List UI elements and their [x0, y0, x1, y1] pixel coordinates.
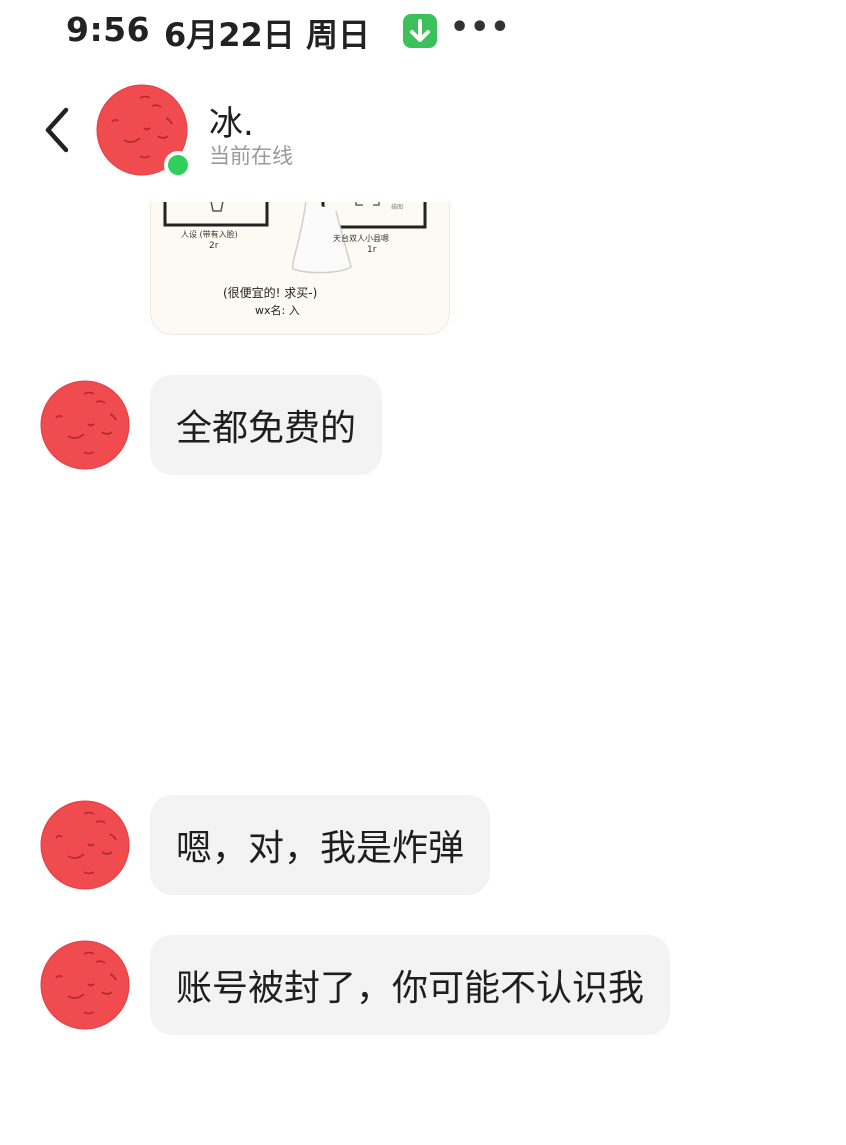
caption-right: 天台双人小县嗯 — [333, 233, 389, 243]
price-left: 2r — [209, 241, 219, 251]
download-arrow-icon — [403, 14, 437, 48]
online-status-dot — [164, 151, 192, 179]
more-notifications-icon: ••• — [450, 10, 511, 45]
message-row: 全都免费的 — [0, 375, 846, 475]
image-text-line1: (很便宜的! 求买-) — [223, 285, 317, 300]
image-text-line2: wx名: 入 — [255, 303, 300, 317]
message-bubble[interactable]: 全都免费的 — [150, 375, 383, 475]
back-button[interactable] — [34, 100, 82, 160]
contact-avatar[interactable] — [96, 84, 188, 176]
svg-text:描图: 描图 — [391, 203, 403, 211]
avatar[interactable] — [40, 940, 130, 1030]
status-bar: 9:56 6月22日 周日 ••• — [0, 0, 846, 64]
price-right: 1r — [367, 245, 377, 255]
chevron-left-icon — [45, 107, 69, 153]
message-bubble[interactable]: 嗯，对，我是炸弹 — [150, 795, 491, 895]
avatar[interactable] — [40, 800, 130, 890]
message-row: 账号被封了，你可能不认识我 — [0, 935, 846, 1035]
message-row: 嗯，对，我是炸弹 — [0, 795, 846, 895]
contact-status: 当前在线 — [209, 144, 293, 168]
status-time: 9:56 — [66, 10, 151, 49]
chat-header: 冰. 当前在线 — [0, 70, 846, 202]
status-date: 6月22日 周日 — [164, 16, 370, 54]
avatar[interactable] — [40, 380, 130, 470]
caption-left: 人设 (带有入脸) — [181, 229, 238, 239]
message-bubble[interactable]: 账号被封了，你可能不认识我 — [150, 935, 671, 1035]
contact-name[interactable]: 冰. — [209, 104, 254, 144]
